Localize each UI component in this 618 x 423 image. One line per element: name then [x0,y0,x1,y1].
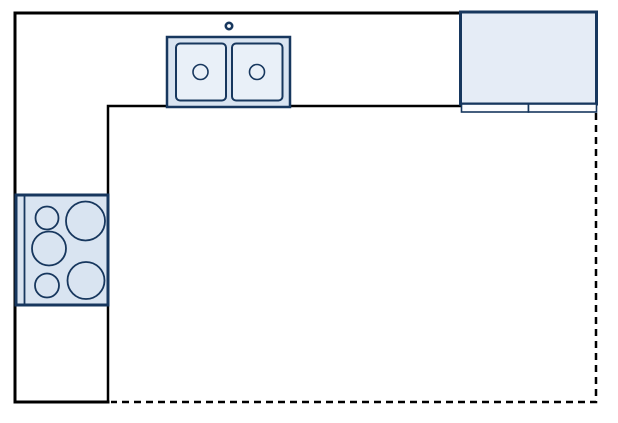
faucet-dot-icon [224,21,234,31]
sink-basin-right [231,42,284,102]
refrigerator-door-left [460,103,530,113]
open-boundary-dashed-line [111,113,598,404]
refrigerator-door-right [527,103,598,113]
double-sink [165,21,292,109]
sink-drain-right-icon [248,63,266,81]
burner-medium-mid-left-icon [31,230,67,267]
cooktop [14,193,110,307]
counter-edge-line [106,104,464,404]
sink-basin-left [175,42,227,102]
burner-small-top-left-icon [34,205,60,231]
burner-small-bottom-left-icon [34,272,60,299]
burner-large-bottom-right-icon [66,261,106,300]
sink-drain-left-icon [192,63,209,81]
refrigerator-body [459,10,598,106]
burner-large-top-right-icon [65,200,106,242]
cooktop-outline [14,193,110,307]
refrigerator [459,10,598,113]
